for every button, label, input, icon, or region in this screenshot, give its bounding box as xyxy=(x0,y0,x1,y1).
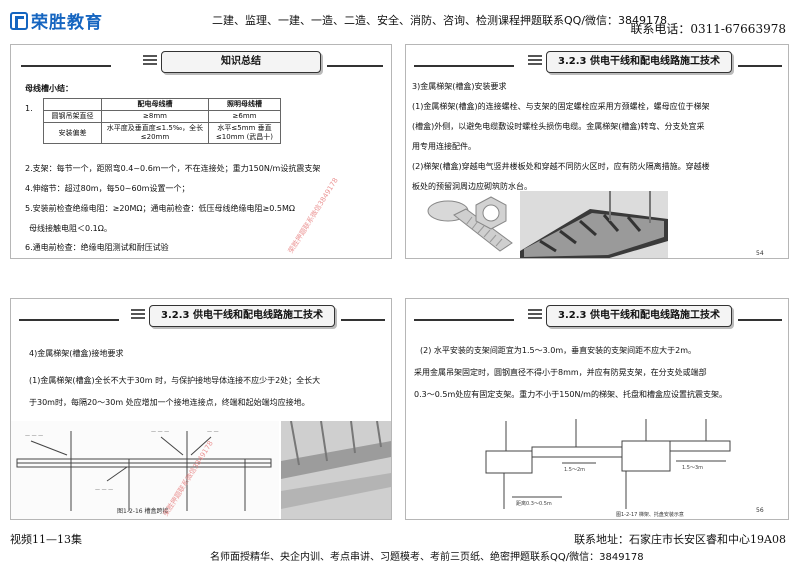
table-header-cell: 配电母线槽 xyxy=(101,98,209,111)
table-header-cell: 照明母线槽 xyxy=(208,98,281,111)
table-cell: ≥8mm xyxy=(101,110,209,123)
table-cell: ≥6mm xyxy=(208,110,281,123)
table-header-cell xyxy=(43,98,102,111)
body-line: (槽盒)外侧，以避免电缆敷设时螺栓头损伤电缆。金属梯架(槽盒)转弯、分支处宜采 xyxy=(412,122,705,131)
table-header-row: 配电母线槽 照明母线槽 xyxy=(43,98,281,111)
body-line: 3)金属梯架(槽盒)安装要求 xyxy=(412,82,507,91)
figure-caption: 图1-2-16 槽盒跨接 xyxy=(117,507,169,515)
svg-text:— — —: — — — xyxy=(25,433,43,439)
slide-title: 3.2.3 供电干线和配电线路施工技术 xyxy=(149,305,335,327)
cable-ladder-photo xyxy=(520,191,668,258)
footer-promo-line: 名师面授精华、央企内训、考点串讲、习题模考、考前三页纸、绝密押题联系QQ/微信：… xyxy=(210,552,644,563)
page-number: 56 xyxy=(756,507,764,514)
table-row: 圆钢吊架直径 ≥8mm ≥6mm xyxy=(43,110,281,123)
slide-tray-installation: 3.2.3 供电干线和配电线路施工技术 3)金属梯架(槽盒)安装要求 (1)金属… xyxy=(405,44,789,259)
dimension-label: 距离0.3～0.5m xyxy=(516,500,552,507)
table-cell: 圆钢吊架直径 xyxy=(43,110,102,123)
title-bar-right xyxy=(327,65,383,67)
body-line: 于30m时，每隔20～30m 处应增加一个接地连接点，终端和起始端均应接地。 xyxy=(29,398,310,407)
body-line: (2)梯架(槽盒)穿越电气竖井楼板处和穿越不同防火区时，应有防火隔离措施。穿越楼 xyxy=(412,162,710,171)
logo-text: 荣胜教育 xyxy=(31,13,103,33)
title-bar-left xyxy=(19,319,119,321)
dimension-label: 1.5～3m xyxy=(682,465,703,471)
body-line: (1)金属梯架(槽盒)的连接螺栓、与支架的固定螺栓应采用方颈螺栓，螺母应位于梯架 xyxy=(412,102,710,111)
page-number: 54 xyxy=(756,250,764,257)
video-episode-label: 视频11—13集 xyxy=(10,533,82,546)
contact-phone: 联系电话：0311-67663978 xyxy=(630,22,786,36)
svg-text:— — —: — — — xyxy=(95,487,113,493)
logo-icon xyxy=(10,11,28,30)
body-line: 采用金属吊架固定时，圆钢直径不得小于8mm，并应有防晃支架，在分支处或端部 xyxy=(414,368,707,377)
square-neck-bolt-photo xyxy=(427,200,513,252)
item-index: 1. xyxy=(25,104,33,113)
svg-text:— —: — — xyxy=(207,429,219,435)
slide-support-spacing: 3.2.3 供电干线和配电线路施工技术 (2) 水平安装的支架间距宜为1.5～3… xyxy=(405,298,789,520)
body-line: 板处的预留洞周边应砌筑防水台。 xyxy=(412,182,532,191)
ceiling-tray-photo xyxy=(281,421,391,519)
stripes-icon xyxy=(528,307,542,323)
figure-caption: 图1-2-17 梯架、托盘安装示意 xyxy=(616,511,684,518)
title-bar-right xyxy=(738,319,782,321)
summary-line: 5.安装前检查绝缘电阻：≥20MΩ；通电前检查：低压母线绝缘电阻≥0.5MΩ xyxy=(25,204,295,213)
title-bar-right xyxy=(738,65,782,67)
contact-address: 联系地址：石家庄市长安区睿和中心19A08 xyxy=(574,533,786,546)
table-row: 安装偏差 水平度及垂直度≤1.5‰，全长≤20mm 水平≤5mm 垂直≤10mm… xyxy=(43,122,281,144)
slide-title: 知识总结 xyxy=(161,51,321,73)
table-cell: 水平度及垂直度≤1.5‰，全长≤20mm xyxy=(101,122,209,144)
body-line: 0.3～0.5m处应有固定支架。重力不小于150N/m的梯架、托盘和槽盒应设置抗… xyxy=(414,390,727,399)
slide-tray-grounding: 3.2.3 供电干线和配电线路施工技术 4)金属梯架(槽盒)接地要求 (1)金属… xyxy=(10,298,392,520)
title-bar-left xyxy=(21,65,111,67)
slide-title: 3.2.3 供电干线和配电线路施工技术 xyxy=(546,51,732,73)
title-bar-right xyxy=(341,319,385,321)
course-contact-line: 二建、监理、一建、一造、二造、安全、消防、咨询、检测课程押题联系QQ/微信：38… xyxy=(212,14,668,27)
slide-title: 3.2.3 供电干线和配电线路施工技术 xyxy=(546,305,732,327)
watermark: 荣胜押题联系微信3849178 xyxy=(286,176,340,255)
section-heading: 母线槽小结： xyxy=(25,84,73,93)
table-cell: 水平≤5mm 垂直≤10mm (武昌十) xyxy=(208,122,281,144)
svg-text:— — —: — — — xyxy=(151,429,169,435)
stripes-icon xyxy=(528,53,542,69)
body-line: 用专用连接配件。 xyxy=(412,142,476,151)
tray-bonding-diagram: — — — — — — — — — — — 图1-2-16 槽盒跨接 xyxy=(11,421,279,519)
flange-nut-photo xyxy=(475,196,507,230)
title-bar-left xyxy=(414,65,514,67)
brand-logo: 荣胜教育 xyxy=(10,8,103,33)
summary-line: 6.通电前检查：绝缘电阻测试和耐压试验 xyxy=(25,243,169,252)
stripes-icon xyxy=(131,307,145,323)
busbar-spec-table: 配电母线槽 照明母线槽 圆钢吊架直径 ≥8mm ≥6mm 安装偏差 水平度及垂直… xyxy=(43,98,281,144)
page-header: 荣胜教育 二建、监理、一建、一造、二造、安全、消防、咨询、检测课程押题联系QQ/… xyxy=(0,0,800,36)
body-line: 4)金属梯架(槽盒)接地要求 xyxy=(29,349,124,358)
body-line: (1)金属梯架(槽盒)全长不大于30m 时，与保护接地导体连接不应少于2处；全长… xyxy=(29,376,321,385)
body-line: (2) 水平安装的支架间距宜为1.5～3.0m，垂直安装的支架间距不应大于2m。 xyxy=(420,346,696,355)
tray-installation-diagram: 1.5～2m 1.5～3m 距离0.3～0.5m 图1-2-17 梯架、托盘安装… xyxy=(485,419,731,518)
stripes-icon xyxy=(143,53,157,69)
dimension-label: 1.5～2m xyxy=(564,467,585,473)
table-cell: 安装偏差 xyxy=(43,122,102,144)
summary-line: 2.支架：每节一个，距照弯0.4~0.6m一个，不在连接处；重力150N/m设抗… xyxy=(25,164,321,173)
summary-line: 母线接触电阻＜0.1Ω。 xyxy=(29,224,112,233)
slide-knowledge-summary: 知识总结 母线槽小结： 1. 配电母线槽 照明母线槽 圆钢吊架直径 ≥8mm ≥… xyxy=(10,44,392,259)
title-bar-left xyxy=(414,319,514,321)
summary-line: 4.伸缩节：超过80m，每50~60m设置一个； xyxy=(25,184,190,193)
